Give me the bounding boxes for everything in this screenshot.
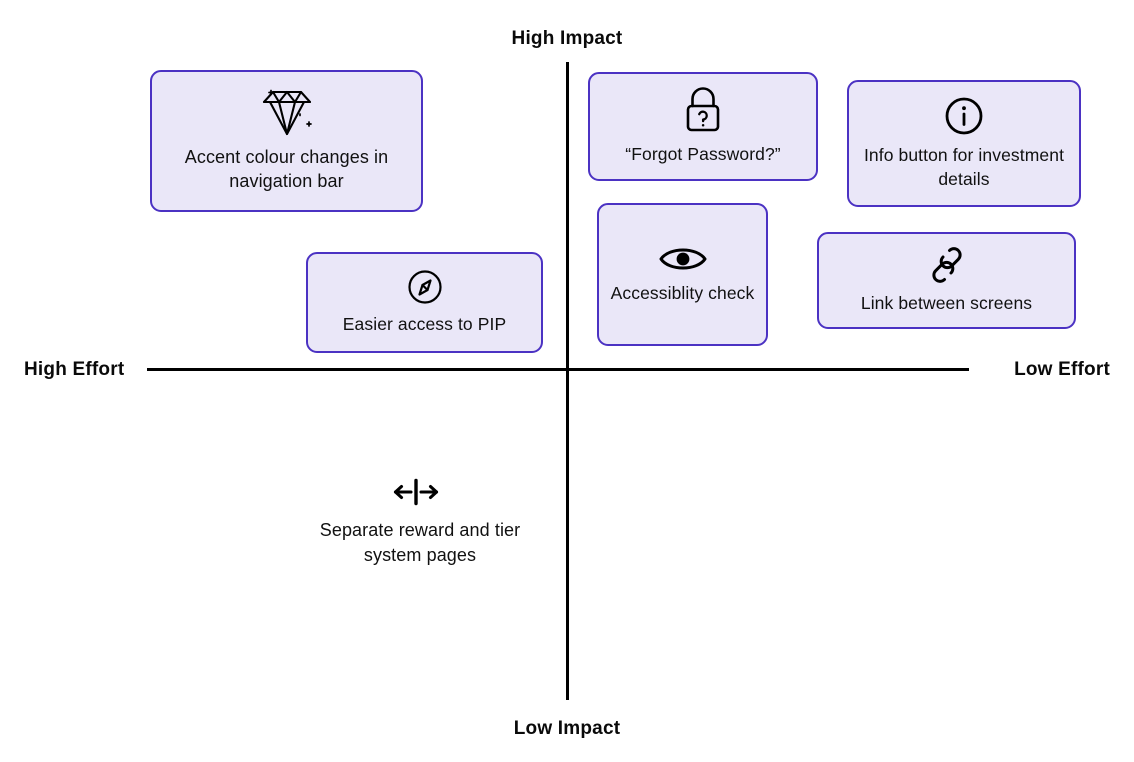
matrix-card-label: Easier access to PIP (342, 313, 507, 334)
axis-label-low-effort: Low Effort (1014, 359, 1110, 380)
link-chain-icon (926, 244, 968, 286)
info-circle-icon (942, 94, 986, 138)
matrix-item-label: Separate reward and tier system pages (319, 520, 521, 565)
matrix-card-label: Info button for investment details (863, 145, 1065, 189)
vertical-axis-line (566, 62, 569, 700)
matrix-card-info-button[interactable]: Info button for investment details (847, 80, 1081, 207)
matrix-card-accessibility[interactable]: Accessiblity check (597, 203, 768, 346)
diamond-sparkle-icon (256, 86, 318, 140)
matrix-card-pip[interactable]: Easier access to PIP (306, 252, 543, 353)
matrix-card-label: Accent colour changes in navigation bar (184, 147, 389, 191)
matrix-item-separate-pages[interactable]: Separate reward and tier system pages (300, 462, 540, 582)
axis-label-low-impact: Low Impact (513, 718, 621, 739)
matrix-card-label: Link between screens (860, 292, 1033, 313)
eye-icon (657, 242, 709, 276)
matrix-card-link-screens[interactable]: Link between screens (817, 232, 1076, 329)
split-arrows-icon (392, 476, 448, 508)
axis-label-high-impact: High Impact (511, 28, 623, 49)
matrix-card-label: “Forgot Password?” (625, 143, 781, 164)
matrix-card-accent-colour[interactable]: Accent colour changes in navigation bar (150, 70, 423, 212)
axis-label-high-effort: High Effort (24, 359, 125, 380)
matrix-card-label: Accessiblity check (610, 282, 755, 303)
matrix-card-forgot-password[interactable]: “Forgot Password?” (588, 72, 818, 181)
compass-icon (405, 267, 445, 307)
horizontal-axis-line (147, 368, 969, 371)
padlock-question-icon (680, 85, 726, 137)
